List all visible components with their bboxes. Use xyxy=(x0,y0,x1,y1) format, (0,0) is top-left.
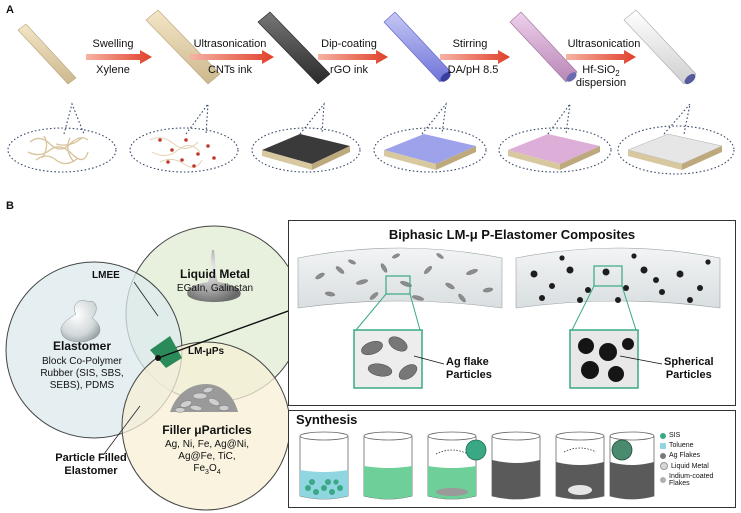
left-composite-block xyxy=(297,247,503,389)
step-2-bottom-label: CNTs ink xyxy=(207,64,252,76)
lmee-pointer xyxy=(133,281,159,317)
synthesis-beakers xyxy=(299,431,655,500)
step-5-bottom-label: Hf-SiO2 xyxy=(582,64,620,79)
filler-label: Filler μParticles Ag, Ni, Fe, Ag@Ni, Ag@… xyxy=(152,424,262,479)
filler-formula: Fe3O4 xyxy=(193,463,221,476)
bubble-6-coated-layer xyxy=(627,133,723,170)
legend-swatch xyxy=(660,452,666,459)
liquid-metal-desc: EGaIn, Galinstan xyxy=(176,283,254,294)
spherical-label: Spherical Particles xyxy=(664,356,714,381)
process-arrows xyxy=(86,50,636,64)
step-3-top-label: Dip-coating xyxy=(321,38,377,50)
filler-title: Filler μParticles xyxy=(162,423,252,437)
legend-swatch xyxy=(660,462,668,470)
center-lm-mups-label: LM-μPs xyxy=(188,346,225,357)
particle-filled-pointer xyxy=(103,405,141,455)
legend-swatch xyxy=(660,442,666,449)
step-1-bottom-label: Xylene xyxy=(96,64,130,76)
fiber-6-coated xyxy=(623,9,697,85)
center-to-composite-pointer xyxy=(157,305,300,359)
fiber-5-pda xyxy=(509,11,578,83)
venn-diagram xyxy=(5,225,300,511)
composite-schematic xyxy=(297,247,721,389)
step-1-top-label: Swelling xyxy=(92,38,134,50)
panel-a-letter: A xyxy=(6,4,14,16)
filler-desc-line-1: Ag, Ni, Fe, Ag@Ni, xyxy=(164,439,250,450)
liquid-metal-title: Liquid Metal xyxy=(180,267,250,281)
composite-title: Biphasic LM-μ P-Elastomer Composites xyxy=(388,227,636,242)
fiber-1-pristine xyxy=(17,23,77,85)
lmee-label: LMEE xyxy=(92,270,120,281)
step-4-top-label: Stirring xyxy=(452,38,488,50)
particle-filled-elastomer-label: Particle Filled Elastomer xyxy=(55,452,127,477)
elastomer-label: Elastomer Block Co-Polymer Rubber (SIS, … xyxy=(22,340,142,392)
step-3-bottom-label: rGO ink xyxy=(330,64,368,76)
fiber-4-rgo xyxy=(383,11,452,83)
legend-swatch xyxy=(660,432,666,439)
legend-item-indium-flakes: Indium-coated Flakes xyxy=(660,473,729,487)
bubble-1-fibers xyxy=(27,135,89,165)
elastomer-desc-line-2: Rubber (SIS, SBS, xyxy=(40,368,124,379)
legend-swatch xyxy=(660,477,666,483)
beaker-3 xyxy=(427,431,487,500)
callout-bubbles xyxy=(7,102,735,175)
legend-item-liquid-metal: Liquid Metal xyxy=(660,462,729,470)
synthesis-legend: SIS Toluene Ag Flakes Liquid Metal Indiu… xyxy=(660,432,729,487)
beaker-2 xyxy=(363,431,413,500)
filler-particle-pile-icon xyxy=(170,384,238,413)
step-2-top-label: Ultrasonication xyxy=(193,38,267,50)
bubble-2-fibers-particles xyxy=(149,137,216,168)
step-5-top-label: Ultrasonication xyxy=(567,38,641,50)
legend-item-ag-flakes: Ag Flakes xyxy=(660,452,729,459)
fiber-2-swollen xyxy=(145,9,221,85)
bubble-4-rgo-layer xyxy=(384,134,476,170)
elastomer-title: Elastomer xyxy=(52,339,112,353)
beaker-4 xyxy=(491,431,541,500)
bubble-5-pda-layer xyxy=(508,134,600,170)
right-composite-block xyxy=(515,247,721,389)
step-5-bottom-label-2: dispersion xyxy=(575,77,627,89)
lm-mups-center-region xyxy=(150,336,182,368)
liquid-metal-label: Liquid Metal EGaIn, Galinstan xyxy=(160,268,270,295)
ag-flake-label: Ag flake Particles xyxy=(446,356,492,381)
filler-desc-line-2: Ag@Fe, TiC, xyxy=(178,451,236,462)
beaker-5 xyxy=(555,431,605,500)
panel-a-process-figure xyxy=(7,9,735,175)
bubble-3-cnt-layer xyxy=(262,134,350,170)
beaker-1 xyxy=(299,431,349,500)
elastomer-desc-line-3: SEBS), PDMS xyxy=(49,380,115,391)
elastomer-gel-icon xyxy=(60,299,101,343)
elastomer-desc-line-1: Block Co-Polymer xyxy=(41,356,123,367)
beaker-6 xyxy=(609,431,655,500)
step-4-bottom-label: DA/pH 8.5 xyxy=(447,64,499,76)
legend-item-sis: SIS xyxy=(660,432,729,439)
liquid-metal-droplet-icon xyxy=(187,250,241,302)
legend-item-toluene: Toluene xyxy=(660,442,729,449)
synthesis-title: Synthesis xyxy=(296,412,358,427)
panel-b-letter: B xyxy=(6,200,14,212)
fiber-3-cnt xyxy=(257,11,331,85)
